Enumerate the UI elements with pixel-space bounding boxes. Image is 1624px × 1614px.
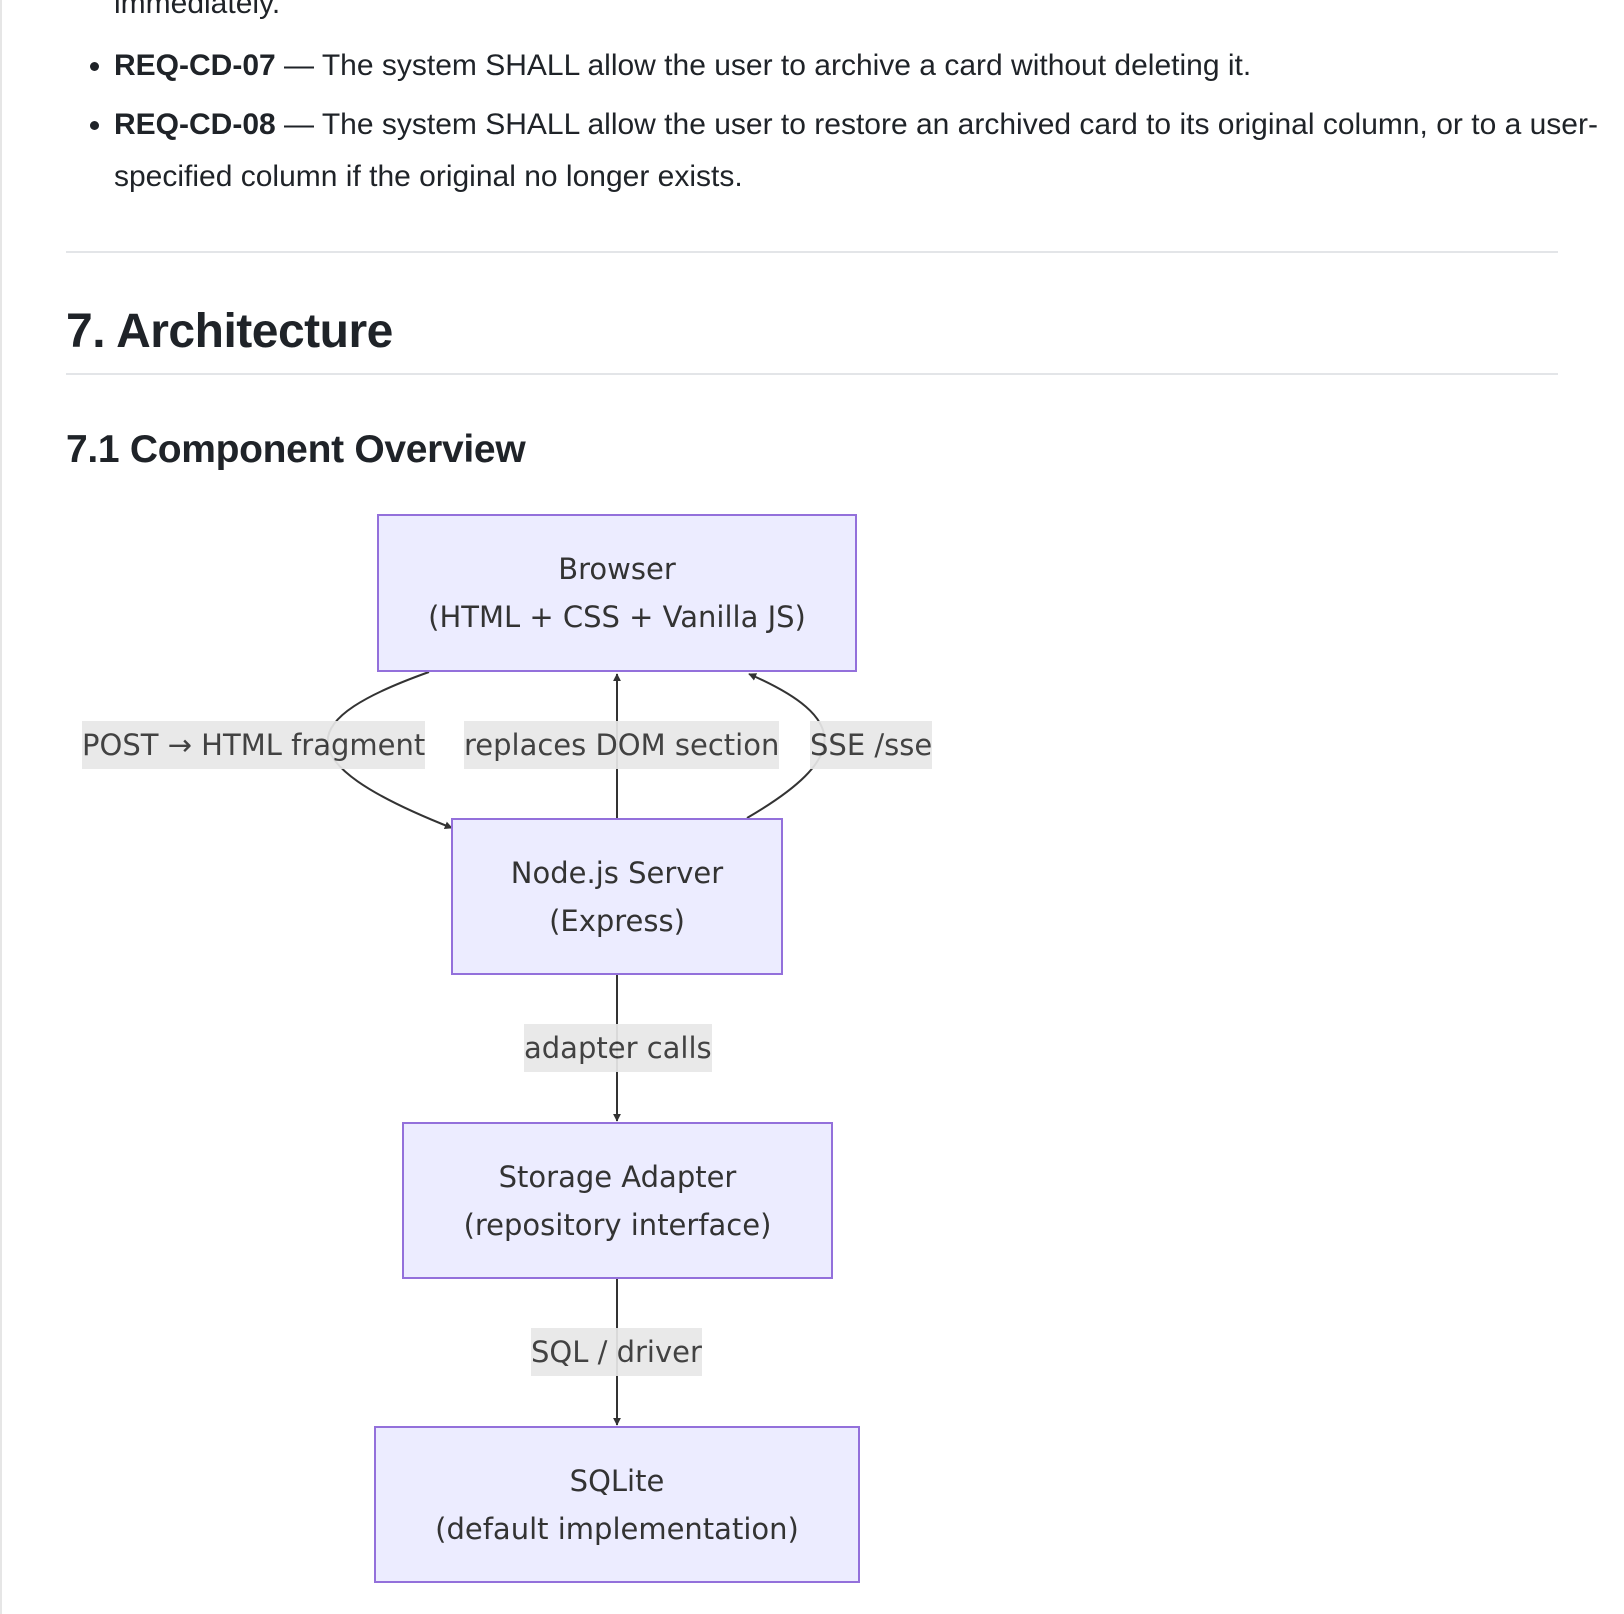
node-title: SQLite — [569, 1463, 665, 1498]
node-subtitle: (Express) — [549, 903, 685, 938]
edge-label-post: POST → HTML fragment — [82, 721, 426, 769]
partial-text-line: immediately. — [114, 0, 281, 20]
node-storage-adapter: Storage Adapter (repository interface) — [402, 1122, 833, 1279]
edge-label-adapter-calls: adapter calls — [524, 1024, 712, 1072]
page-left-border — [0, 0, 2, 1614]
requirement-text: — The system SHALL allow the user to arc… — [275, 49, 1252, 82]
node-title: Node.js Server — [510, 855, 724, 890]
node-subtitle: (default implementation) — [435, 1511, 799, 1546]
requirement-id: REQ-CD-08 — [114, 108, 276, 141]
node-browser: Browser (HTML + CSS + Vanilla JS) — [377, 514, 857, 672]
requirement-text: — The system SHALL allow the user to res… — [114, 108, 1598, 193]
section-heading: 7. Architecture — [66, 305, 393, 358]
subsection-heading: 7.1 Component Overview — [66, 428, 526, 471]
requirement-id: REQ-CD-07 — [114, 49, 276, 82]
node-subtitle: (repository interface) — [463, 1207, 772, 1242]
node-subtitle: (HTML + CSS + Vanilla JS) — [428, 600, 806, 634]
edge-label-sql-driver: SQL / driver — [531, 1328, 702, 1376]
node-sqlite: SQLite (default implementation) — [374, 1426, 860, 1583]
edge-label-sse: SSE /sse — [810, 721, 933, 769]
list-item: REQ-CD-08 — The system SHALL allow the u… — [114, 99, 1614, 203]
edge-label-replaces-dom: replaces DOM section — [464, 721, 780, 769]
list-item: REQ-CD-07 — The system SHALL allow the u… — [114, 40, 1614, 92]
node-title: Browser — [558, 552, 676, 586]
node-title: Storage Adapter — [498, 1159, 737, 1194]
node-server: Node.js Server (Express) — [451, 818, 783, 975]
requirements-list: REQ-CD-07 — The system SHALL allow the u… — [66, 40, 1614, 210]
divider — [66, 251, 1558, 253]
heading-underline — [66, 373, 1558, 375]
